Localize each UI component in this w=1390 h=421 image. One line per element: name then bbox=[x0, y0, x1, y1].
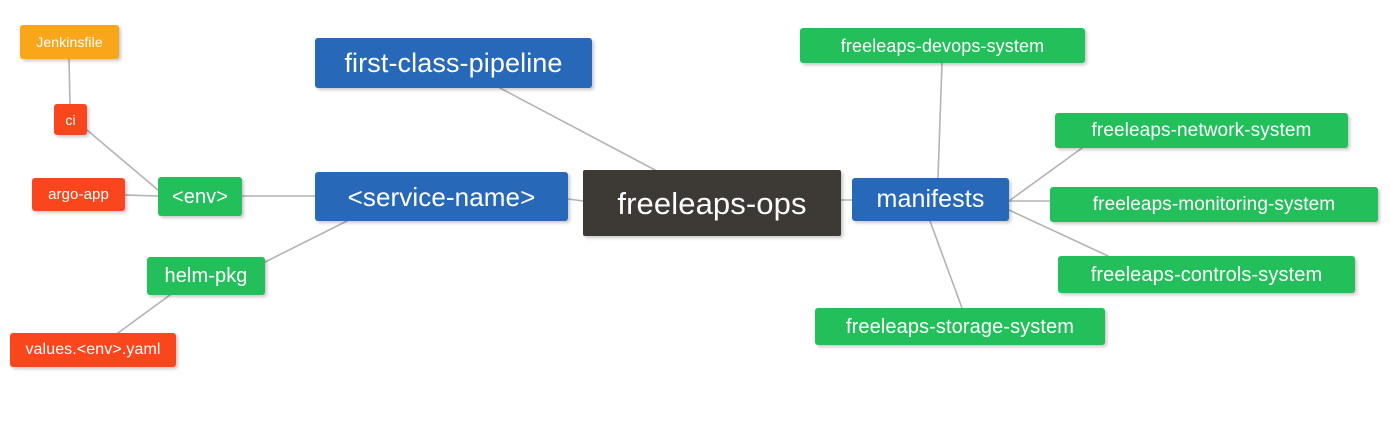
edge-helm-pkg-to-values-env-yaml bbox=[117, 294, 171, 334]
node-freeleaps-network-system[interactable]: freeleaps-network-system bbox=[1055, 113, 1348, 148]
node-first-class-pipeline[interactable]: first-class-pipeline bbox=[315, 38, 592, 88]
node-label-freeleaps-monitoring-system: freeleaps-monitoring-system bbox=[1092, 194, 1336, 215]
node-label-helm-pkg: helm-pkg bbox=[164, 265, 248, 287]
node-label-values-env-yaml: values.<env>.yaml bbox=[25, 341, 161, 358]
edge-manifests-to-freeleaps-devops-system bbox=[937, 62, 943, 179]
node-jenkinsfile[interactable]: Jenkinsfile bbox=[20, 25, 119, 59]
node-label-first-class-pipeline: first-class-pipeline bbox=[344, 47, 563, 78]
node-helm-pkg[interactable]: helm-pkg bbox=[147, 257, 265, 295]
node-label-freeleaps-controls-system: freeleaps-controls-system bbox=[1090, 263, 1323, 286]
edge-first-class-pipeline-to-freeleaps-ops bbox=[499, 87, 656, 171]
node-label-env: <env> bbox=[171, 185, 229, 208]
node-freeleaps-ops[interactable]: freeleaps-ops bbox=[583, 170, 841, 236]
node-label-service-name: <service-name> bbox=[347, 181, 536, 212]
node-env[interactable]: <env> bbox=[158, 177, 242, 216]
node-argo-app[interactable]: argo-app bbox=[32, 178, 125, 211]
node-service-name[interactable]: <service-name> bbox=[315, 172, 568, 221]
node-label-argo-app: argo-app bbox=[48, 186, 109, 203]
node-label-ci: ci bbox=[65, 111, 76, 128]
node-ci[interactable]: ci bbox=[54, 104, 87, 135]
node-label-jenkinsfile: Jenkinsfile bbox=[36, 34, 103, 50]
node-values-env-yaml[interactable]: values.<env>.yaml bbox=[10, 333, 176, 367]
node-label-freeleaps-ops: freeleaps-ops bbox=[617, 185, 807, 221]
node-label-freeleaps-devops-system: freeleaps-devops-system bbox=[840, 35, 1045, 56]
node-label-freeleaps-network-system: freeleaps-network-system bbox=[1091, 120, 1312, 141]
node-freeleaps-monitoring-system[interactable]: freeleaps-monitoring-system bbox=[1050, 187, 1378, 222]
edge-argo-app-to-env bbox=[124, 194, 159, 197]
node-label-freeleaps-storage-system: freeleaps-storage-system bbox=[845, 315, 1075, 338]
edge-service-name-to-freeleaps-ops bbox=[567, 198, 584, 202]
edge-manifests-to-freeleaps-storage-system bbox=[929, 220, 963, 309]
edge-jenkinsfile-to-ci bbox=[68, 58, 71, 105]
node-manifests[interactable]: manifests bbox=[852, 178, 1009, 221]
edge-service-name-to-helm-pkg bbox=[264, 220, 348, 263]
node-freeleaps-devops-system[interactable]: freeleaps-devops-system bbox=[800, 28, 1085, 63]
node-freeleaps-controls-system[interactable]: freeleaps-controls-system bbox=[1058, 256, 1355, 293]
node-freeleaps-storage-system[interactable]: freeleaps-storage-system bbox=[815, 308, 1105, 345]
node-label-manifests: manifests bbox=[876, 185, 985, 213]
